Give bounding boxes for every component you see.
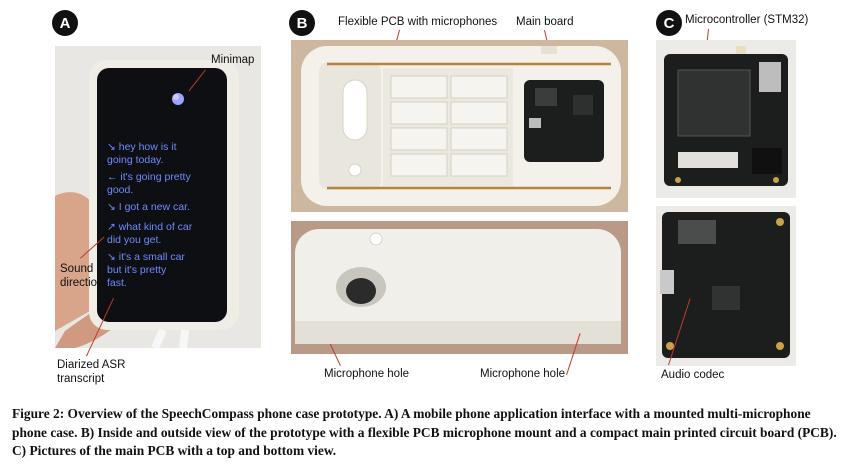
- direction-arrow-icon: ↘: [107, 201, 116, 213]
- pcb-bottom-photo: [656, 206, 796, 366]
- label-sound-direction: Sound direction: [60, 263, 104, 289]
- transcript-line-5: ↘ it's a small car but it's pretty fast.: [107, 251, 185, 289]
- label-minimap: Minimap: [211, 54, 255, 66]
- panel-c-badge: C: [656, 10, 682, 36]
- label-microcontroller: Microcontroller (STM32): [685, 14, 809, 26]
- transcript-line-4: ↗ what kind of car did you get.: [107, 221, 193, 246]
- figure-caption: Figure 2: Overview of the SpeechCompass …: [12, 406, 837, 458]
- transcript-line-2: ← it's going pretty good.: [107, 171, 191, 196]
- label-mic-hole-right: Microphone hole: [480, 368, 566, 380]
- panel-b-badge: B: [289, 10, 315, 36]
- case-outside-photo: [291, 221, 628, 354]
- direction-arrow-icon: ↗: [107, 221, 116, 233]
- label-mic-hole-left: Microphone hole: [324, 368, 410, 380]
- label-flexible-pcb: Flexible PCB with microphones: [338, 16, 498, 28]
- direction-arrow-icon: ←: [107, 171, 118, 183]
- panel-a-badge: A: [52, 10, 78, 36]
- direction-arrow-icon: ↘: [107, 141, 116, 153]
- direction-arrow-icon: ↘: [107, 251, 116, 263]
- case-inside-photo: [291, 40, 628, 212]
- transcript-line-3: ↘ I got a new car.: [107, 201, 190, 213]
- transcript-line-1: ↘ hey how is it going today.: [107, 141, 177, 166]
- label-diarized-asr: Diarized ASR transcript: [57, 359, 126, 385]
- label-audio-codec: Audio codec: [661, 369, 725, 381]
- phone-photo: ↘ hey how is it going today. ← it's goin…: [55, 46, 261, 348]
- label-main-board: Main board: [516, 16, 574, 28]
- pcb-top-photo: [656, 40, 796, 198]
